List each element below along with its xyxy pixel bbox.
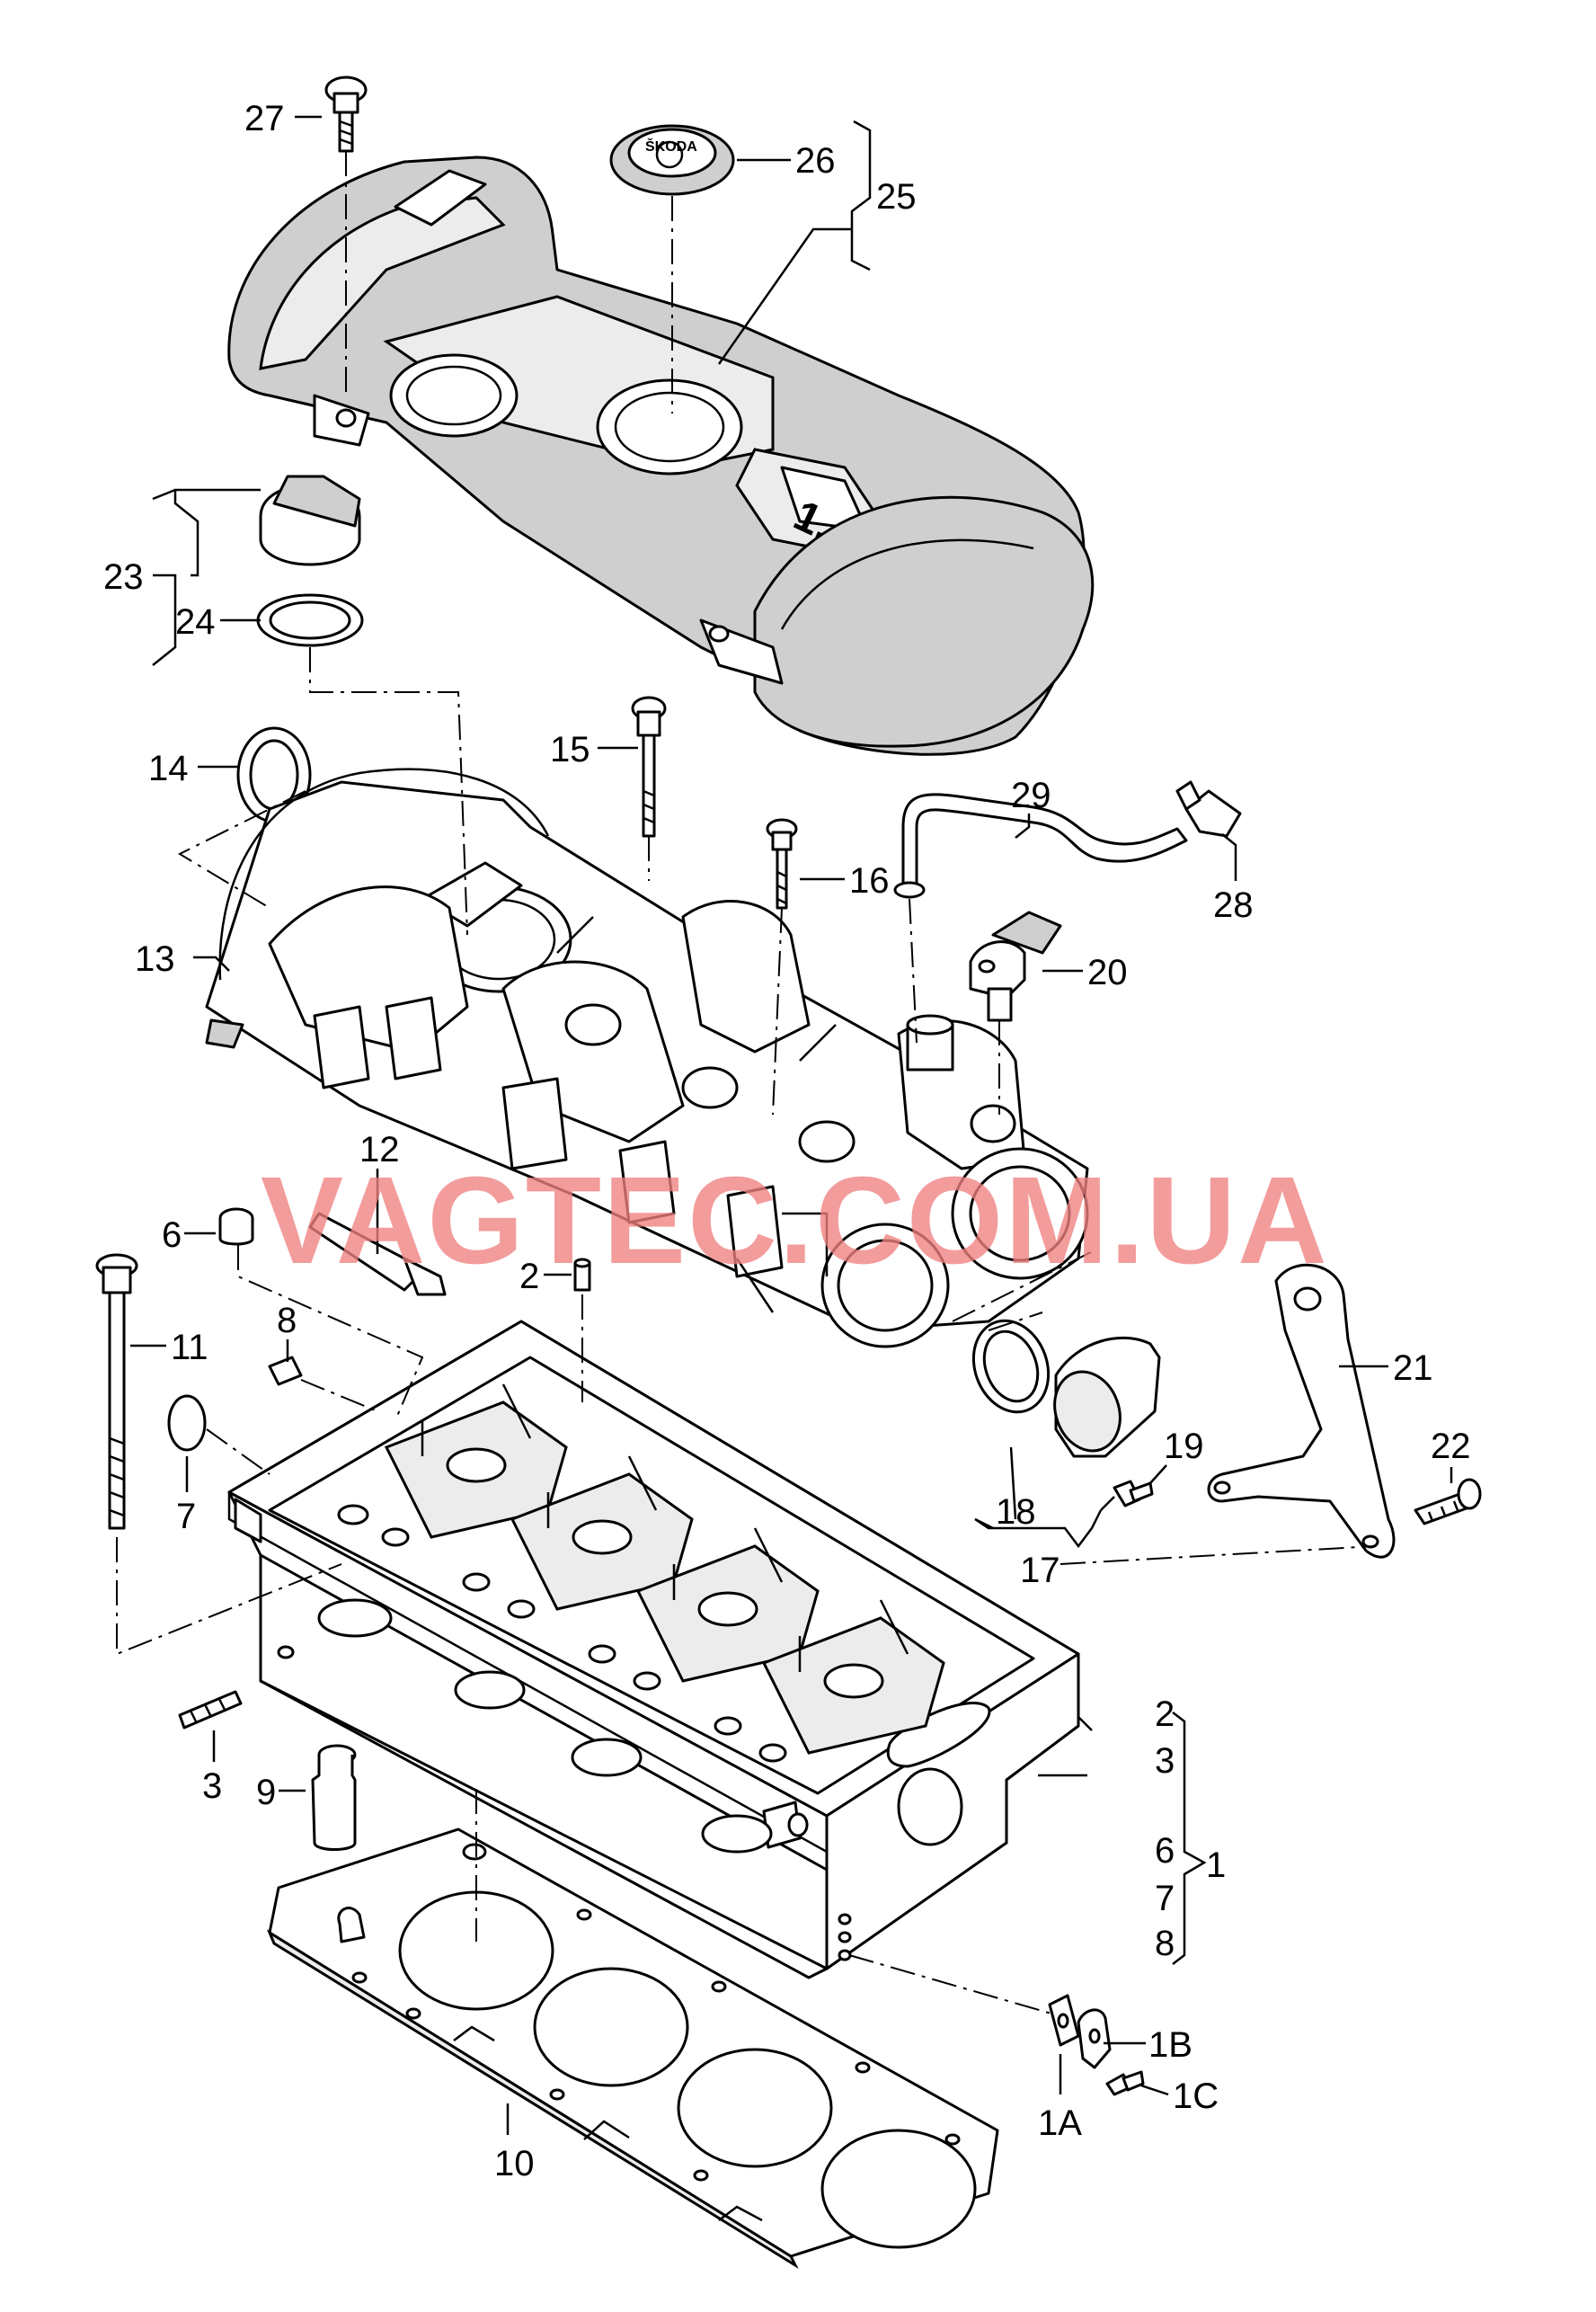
- group-item-6: 6: [1155, 1831, 1175, 1871]
- pin-12: [308, 1212, 447, 1296]
- plate-1b: [1077, 2008, 1112, 2069]
- bolt-27: [324, 76, 368, 153]
- callout-3: 3: [202, 1766, 222, 1806]
- group-item-7: 7: [1155, 1879, 1175, 1918]
- callout-25: 25: [876, 177, 917, 217]
- head-gasket: [266, 1827, 999, 2270]
- cover-19: [1053, 1337, 1161, 1507]
- callout-1b: 1B: [1148, 2025, 1193, 2065]
- group-item-8: 8: [1155, 1924, 1175, 1963]
- callout-11: 11: [171, 1328, 208, 1367]
- group-item-3: 3: [1155, 1741, 1175, 1781]
- engine-cover: 1.4: [227, 156, 1095, 756]
- callout-13: 13: [135, 939, 175, 979]
- callout-29: 29: [1011, 776, 1051, 815]
- callout-15: 15: [550, 730, 590, 769]
- bolt-16: [766, 818, 798, 910]
- callout-8: 8: [277, 1301, 297, 1340]
- callout-7: 7: [176, 1497, 196, 1536]
- callout-24: 24: [175, 602, 216, 642]
- plug-7: [167, 1394, 207, 1452]
- bolt-22: [1414, 1478, 1482, 1525]
- callout-26: 26: [795, 141, 836, 181]
- pin-8: [268, 1356, 303, 1386]
- callout-21: 21: [1393, 1348, 1433, 1388]
- sleeve-9: [311, 1744, 357, 1851]
- callout-19: 19: [1164, 1427, 1204, 1466]
- group-item-2: 2: [1155, 1694, 1175, 1734]
- bolt-15: [631, 696, 667, 838]
- camshaft-housing: [205, 768, 1089, 1348]
- bolt-11: [95, 1253, 138, 1530]
- callout-23: 23: [103, 557, 144, 597]
- assembly-lines: [116, 151, 1376, 2014]
- vent-hose: [893, 780, 1242, 899]
- callout-18: 18: [996, 1492, 1036, 1532]
- seal-18: [971, 1319, 1051, 1414]
- callout-10: 10: [494, 2144, 535, 2183]
- callout-27: 27: [244, 99, 285, 138]
- callout-16: 16: [849, 861, 890, 901]
- watermark: VAGTEC.COM.UA: [261, 1152, 1329, 1290]
- callout-9: 9: [256, 1773, 276, 1812]
- skoda-emblem: ŠKODA: [609, 124, 735, 196]
- callout-28: 28: [1213, 885, 1254, 925]
- bolt-1c: [1105, 2070, 1145, 2096]
- leader-lines: [130, 115, 1453, 2135]
- plate-1a: [1048, 1994, 1080, 2047]
- callout-12: 12: [359, 1130, 400, 1169]
- pin-2: [573, 1258, 591, 1292]
- callout-20: 20: [1087, 953, 1128, 992]
- sensor-20: [969, 911, 1062, 1022]
- plug-6: [218, 1207, 254, 1246]
- emblem-text: ŠKODA: [645, 138, 697, 155]
- callout-22: 22: [1431, 1427, 1471, 1466]
- callout-14: 14: [148, 749, 189, 788]
- stud-3: [178, 1690, 243, 1730]
- oil-filler-cap: [256, 475, 364, 647]
- callout-1a: 1A: [1038, 2103, 1082, 2143]
- callout-1c: 1C: [1173, 2076, 1219, 2116]
- callout-labels: 27 26 25 23 24 14 15 16 29 28 13 20 12 6…: [103, 99, 1471, 2183]
- callout-6: 6: [162, 1215, 182, 1255]
- callout-17: 17: [1020, 1551, 1060, 1590]
- cylinder-head: [227, 1320, 1080, 1979]
- group-label-1: 1: [1206, 1845, 1226, 1885]
- bracket-21: [1207, 1263, 1396, 1559]
- callout-2a: 2: [519, 1257, 539, 1296]
